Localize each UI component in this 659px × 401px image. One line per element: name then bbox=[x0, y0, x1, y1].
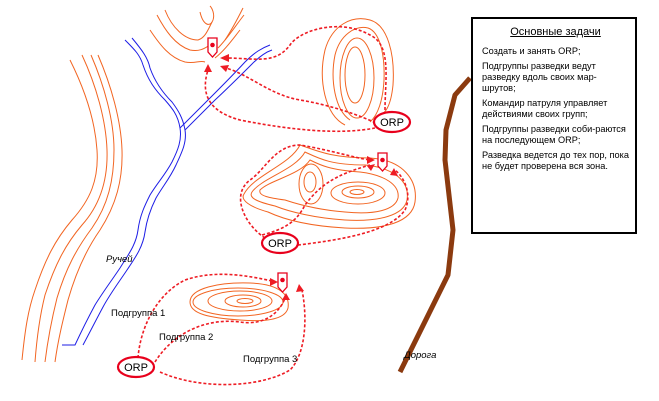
task-item: Командир патруля управляет действиями св… bbox=[482, 98, 608, 119]
bottom-hill-contours bbox=[189, 282, 289, 322]
rally-marker-top bbox=[207, 37, 218, 58]
road bbox=[397, 76, 472, 374]
routes-top bbox=[204, 26, 387, 133]
arrowhead-icon bbox=[204, 64, 212, 72]
subgroup-3-label: Подгруппа 3 bbox=[243, 354, 297, 365]
tasks-list: Создать и занять ORP; Подгруппы разведки… bbox=[482, 46, 629, 172]
orp-bottom: ORP bbox=[116, 355, 156, 379]
task-item: Подгруппы разведки соби-раются на послед… bbox=[482, 124, 626, 145]
right-hill-contours bbox=[321, 18, 394, 126]
orp-label: ORP bbox=[268, 238, 292, 250]
left-ridge-contours bbox=[21, 54, 123, 363]
arrowhead-icon bbox=[367, 156, 375, 164]
arrowhead-icon bbox=[270, 278, 278, 286]
task-item: Создать и занять ORP; bbox=[482, 46, 581, 56]
main-tasks-box: Основные задачи Создать и занять ORP; По… bbox=[471, 17, 637, 234]
arrowhead-icon bbox=[390, 168, 398, 176]
orp-middle: ORP bbox=[260, 231, 300, 255]
orp-label: ORP bbox=[380, 117, 404, 129]
stream-label: Ручей bbox=[106, 254, 133, 265]
orp-label: ORP bbox=[124, 362, 148, 374]
top-hill-contours bbox=[149, 5, 245, 64]
road-label: Дорога bbox=[403, 350, 436, 361]
arrowhead-icon bbox=[220, 65, 229, 72]
arrowhead-icon bbox=[367, 164, 375, 171]
task-item: Разведка ведется до тех пор, пока не буд… bbox=[482, 150, 629, 171]
subgroup-1-label: Подгруппа 1 bbox=[111, 308, 165, 319]
tasks-title: Основные задачи bbox=[510, 26, 601, 38]
subgroup-2-label: Подгруппа 2 bbox=[159, 332, 213, 343]
stream: Ручей bbox=[62, 37, 273, 346]
rally-marker-middle bbox=[377, 152, 388, 172]
arrowheads bbox=[204, 54, 398, 300]
routes-middle bbox=[239, 144, 409, 246]
arrowhead-icon bbox=[220, 54, 229, 62]
task-item: Подгруппы разведки ведут разведку вдоль … bbox=[482, 61, 597, 93]
arrowhead-icon bbox=[296, 284, 304, 292]
routes-bottom bbox=[137, 273, 306, 386]
rally-marker-bottom bbox=[277, 272, 288, 293]
middle-hill-contours bbox=[242, 144, 416, 229]
arrowhead-icon bbox=[282, 293, 290, 300]
orp-top: ORP bbox=[372, 110, 412, 134]
